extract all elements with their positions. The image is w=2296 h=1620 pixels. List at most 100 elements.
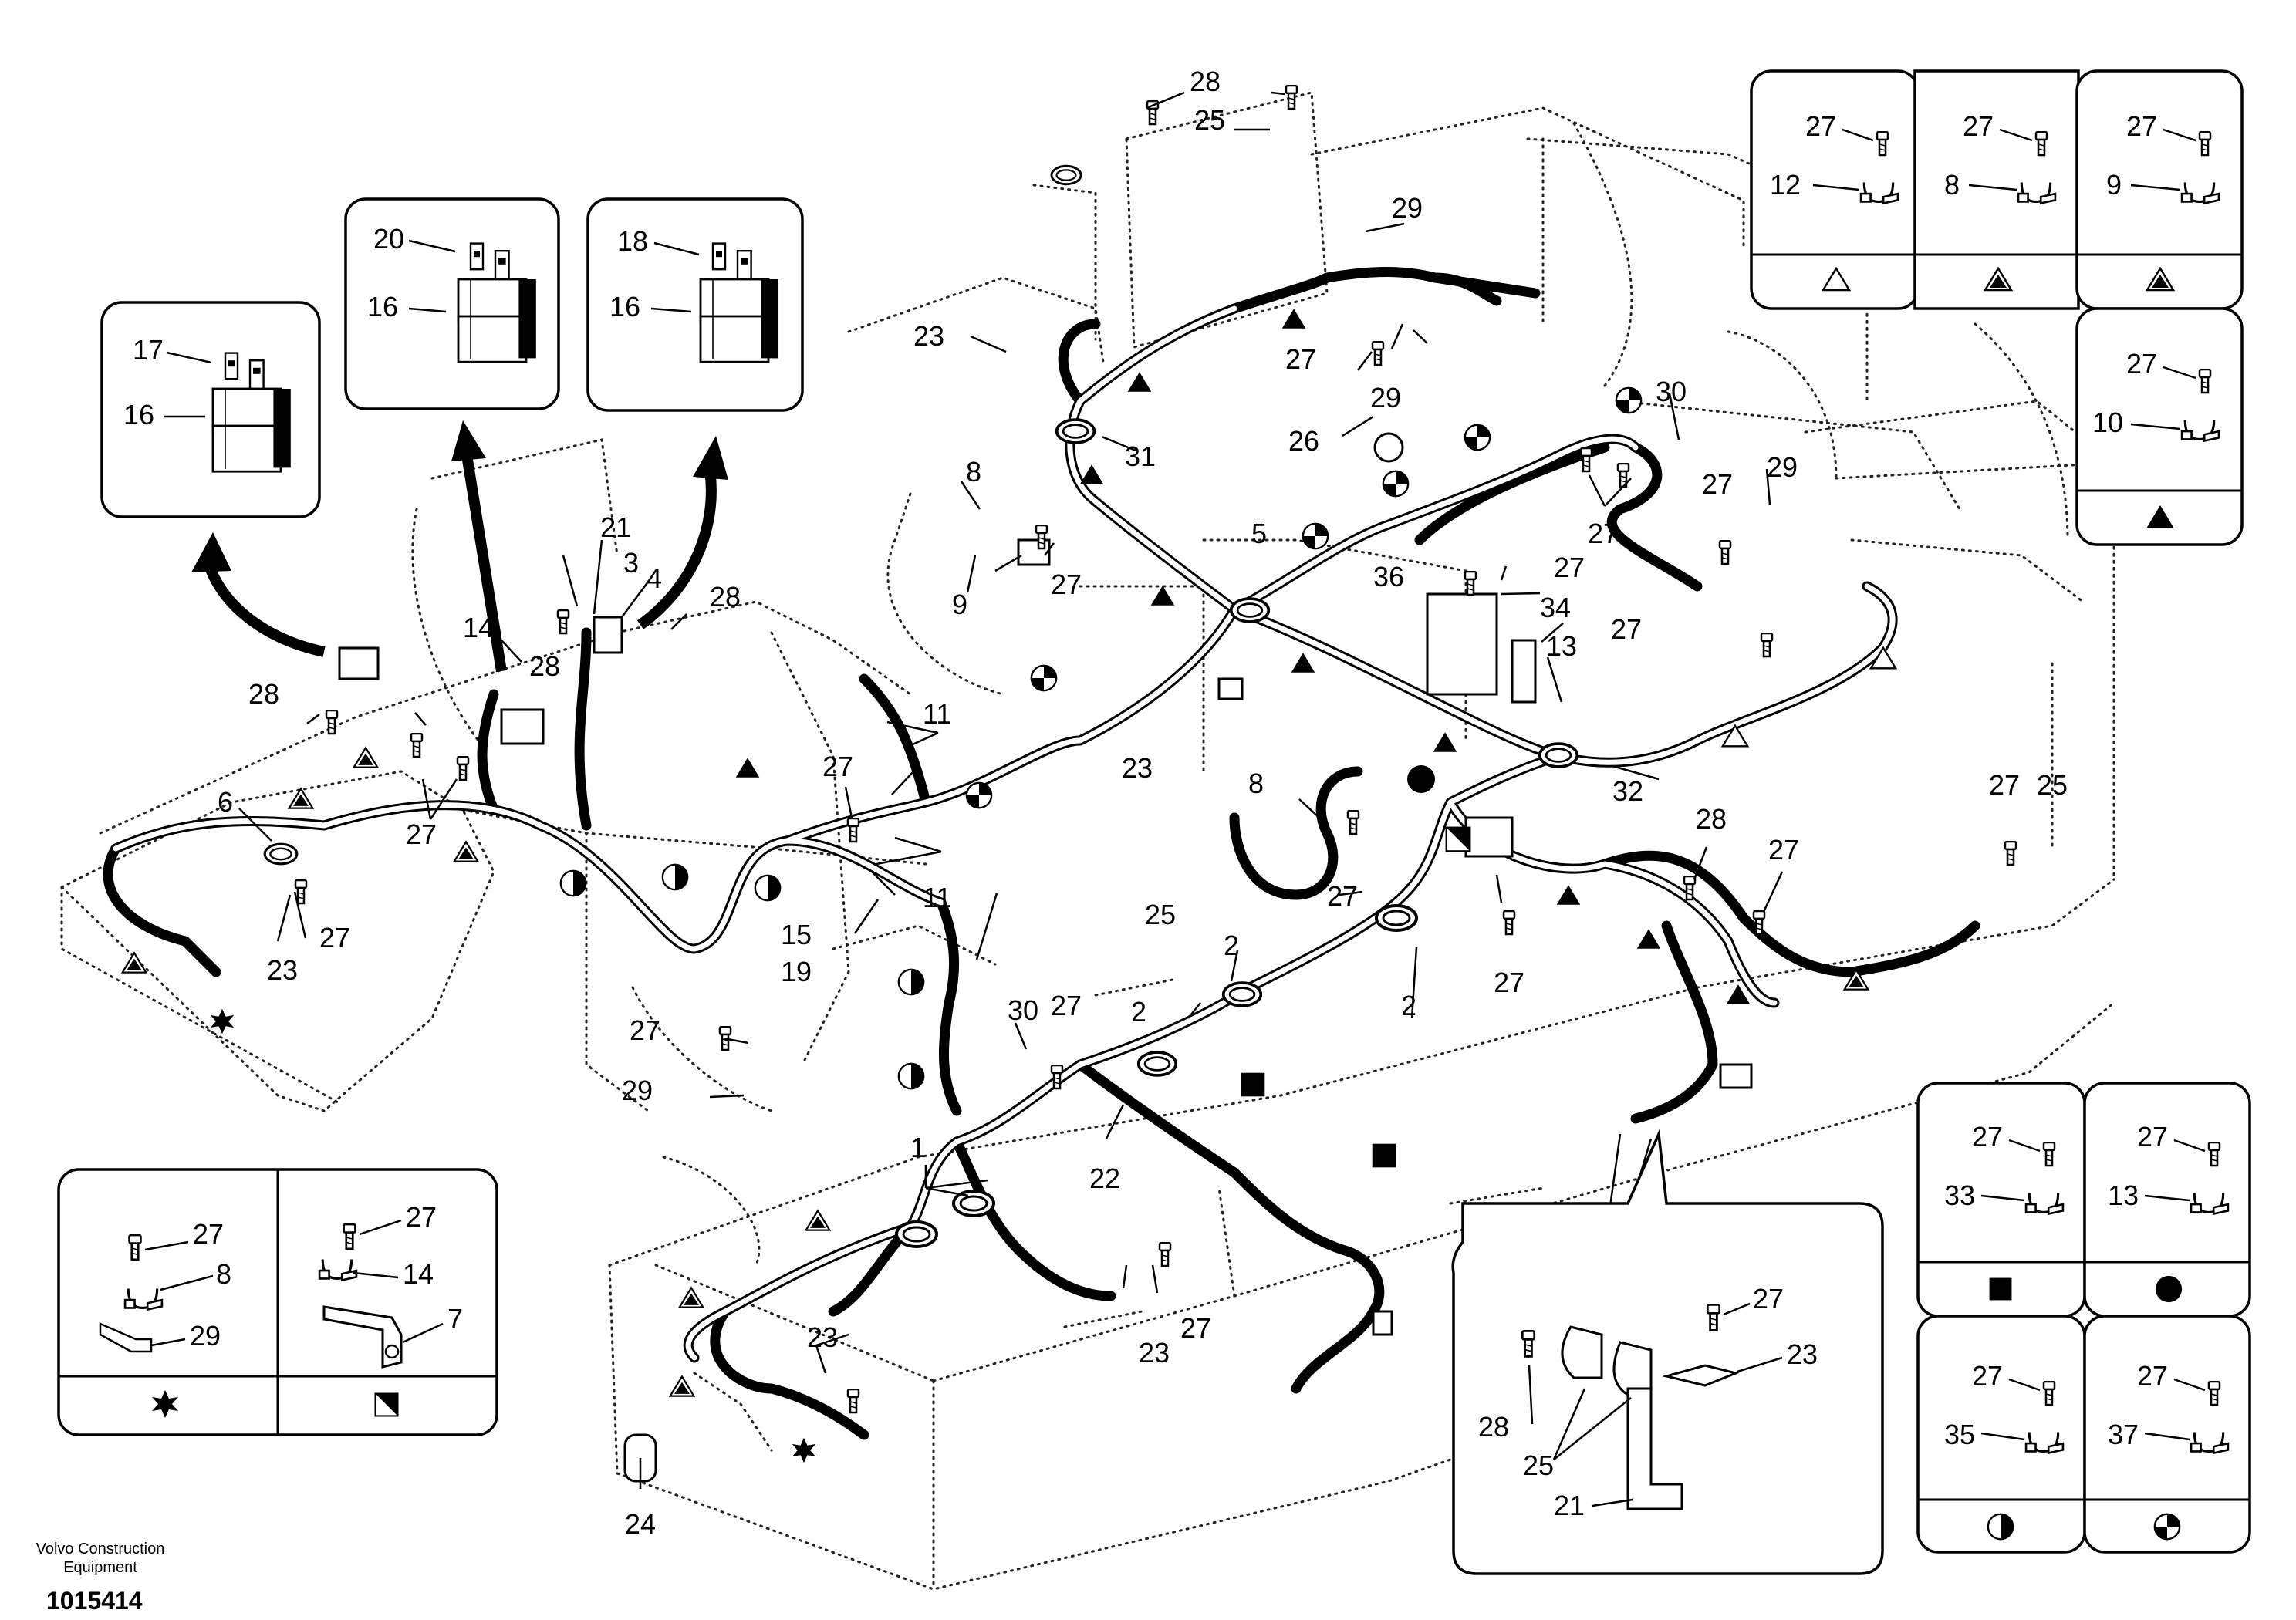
- triangle-hatched-marker: [678, 1287, 704, 1308]
- legend-bolt-label: 27: [1972, 1121, 2003, 1153]
- grommet: [1136, 1051, 1178, 1077]
- callout-25: 25: [1194, 104, 1225, 136]
- callout-6: 6: [218, 786, 233, 818]
- circle-half-marker: [661, 863, 689, 891]
- legend-bracket-label: 7: [447, 1303, 463, 1335]
- triangle-solid-marker: [1150, 586, 1175, 606]
- callout-32: 32: [1612, 775, 1643, 807]
- circle-half-icon: [1987, 1513, 2014, 1541]
- callout-29: 29: [1370, 382, 1401, 413]
- callout-27: 27: [1051, 990, 1082, 1021]
- callout-1: 1: [910, 1132, 926, 1163]
- circle-quartered-icon: [2153, 1513, 2181, 1541]
- callout-3: 3: [623, 547, 639, 579]
- legend-bottom-right: [1916, 1082, 2251, 1554]
- brand-line-2: Equipment: [63, 1559, 137, 1576]
- callout-28: 28: [710, 581, 741, 613]
- legend-bolt-label: 27: [193, 1218, 224, 1250]
- triangle-solid-marker: [735, 758, 760, 778]
- relay-detail-18: [586, 197, 804, 412]
- square-solid-icon: [1989, 1277, 2012, 1301]
- square-diagonal-icon: [374, 1392, 399, 1417]
- legend-bolt-label: 27: [2137, 1121, 2168, 1153]
- legend-bolt-label: 27: [2126, 110, 2157, 142]
- legend-clamp-label: 13: [2108, 1180, 2139, 1211]
- callout-27: 27: [1588, 518, 1619, 549]
- legend-bolt-label: 27: [406, 1201, 437, 1233]
- detail-clamps-label: 25: [1523, 1450, 1554, 1481]
- callout-2: 2: [1131, 996, 1146, 1028]
- grommet: [1538, 742, 1579, 768]
- callout-27: 27: [1327, 880, 1358, 912]
- callout-27: 27: [406, 818, 437, 850]
- legend-clamp-label: 9: [2106, 169, 2122, 201]
- grommet: [1229, 597, 1271, 623]
- grommet: [1221, 981, 1263, 1007]
- callout-30: 30: [1656, 376, 1687, 407]
- legend-bolt-label: 27: [2126, 348, 2157, 380]
- grommet: [1375, 904, 1418, 932]
- callout-15: 15: [781, 919, 812, 950]
- circle-quartered-marker: [1382, 470, 1410, 498]
- grommet: [1055, 418, 1096, 444]
- square-solid-marker: [1241, 1072, 1265, 1097]
- legend-bolt-label: 27: [2137, 1360, 2168, 1392]
- circle-solid-icon: [2155, 1275, 2183, 1303]
- relay-detail-17: [100, 301, 321, 518]
- legend-clamp-label: 10: [2092, 407, 2123, 438]
- legend-clamp-label: 12: [1770, 169, 1801, 201]
- circle-half-marker: [897, 968, 925, 996]
- triangle-solid-marker: [1636, 929, 1661, 949]
- legend-bolt-label: 27: [1805, 110, 1836, 142]
- callout-11: 11: [923, 698, 951, 730]
- callout-27: 27: [1285, 343, 1316, 375]
- circle-quartered-marker: [1302, 522, 1329, 550]
- triangle-hatched-marker: [669, 1375, 695, 1397]
- brand-line-1: Volvo Construction: [36, 1541, 165, 1558]
- triangle-solid-marker: [1433, 732, 1457, 752]
- legend-clamp-label: 8: [1944, 169, 1960, 201]
- callout-23: 23: [267, 954, 298, 986]
- callout-30: 30: [1008, 994, 1038, 1026]
- circle-half-marker: [754, 874, 782, 902]
- callout-27: 27: [1702, 468, 1733, 500]
- callout-27: 27: [630, 1014, 660, 1046]
- callout-2: 2: [1401, 990, 1416, 1021]
- triangle-solid-marker: [1281, 309, 1306, 329]
- callout-9: 9: [952, 589, 967, 620]
- footer: Volvo Construction Equipment 1015414: [36, 1541, 165, 1615]
- circle-half-marker: [897, 1062, 925, 1090]
- circle-solid-marker: [1407, 765, 1435, 793]
- triangle-hatched-marker: [453, 841, 479, 862]
- star-marker: [210, 1008, 235, 1034]
- callout-28: 28: [248, 678, 279, 710]
- callout-36: 36: [1373, 561, 1404, 592]
- circle-quartered-marker: [1030, 664, 1058, 692]
- legend-bottom-left: [57, 1168, 498, 1436]
- callout-27: 27: [1180, 1312, 1211, 1344]
- triangle-hatched-marker: [353, 747, 379, 768]
- square-diagonal-marker: [1445, 826, 1471, 852]
- callout-34: 34: [1540, 592, 1571, 623]
- legend-clamp-label: 8: [216, 1258, 231, 1290]
- grommet: [895, 1220, 938, 1248]
- callout-29: 29: [1767, 451, 1798, 483]
- legend-bracket-label: 29: [190, 1320, 221, 1352]
- detail-arrows: [191, 420, 728, 673]
- circle-quartered-marker: [1615, 386, 1643, 414]
- callout-27: 27: [1989, 769, 2020, 801]
- star-marker: [792, 1437, 816, 1463]
- detail-mount-label: 21: [1554, 1490, 1585, 1521]
- grommet: [1050, 164, 1082, 186]
- relay-label-16c: 16: [609, 291, 640, 322]
- callout-23: 23: [1122, 752, 1153, 784]
- callout-13: 13: [1546, 630, 1577, 662]
- legend-bolt-label: 27: [1963, 110, 1994, 142]
- circle-quartered-marker: [965, 781, 993, 809]
- callout-27: 27: [319, 922, 350, 953]
- triangle-solid-marker: [1291, 653, 1315, 673]
- callout-19: 19: [781, 956, 812, 987]
- triangle-hatched-marker: [805, 1210, 831, 1231]
- callout-27: 27: [1554, 552, 1585, 583]
